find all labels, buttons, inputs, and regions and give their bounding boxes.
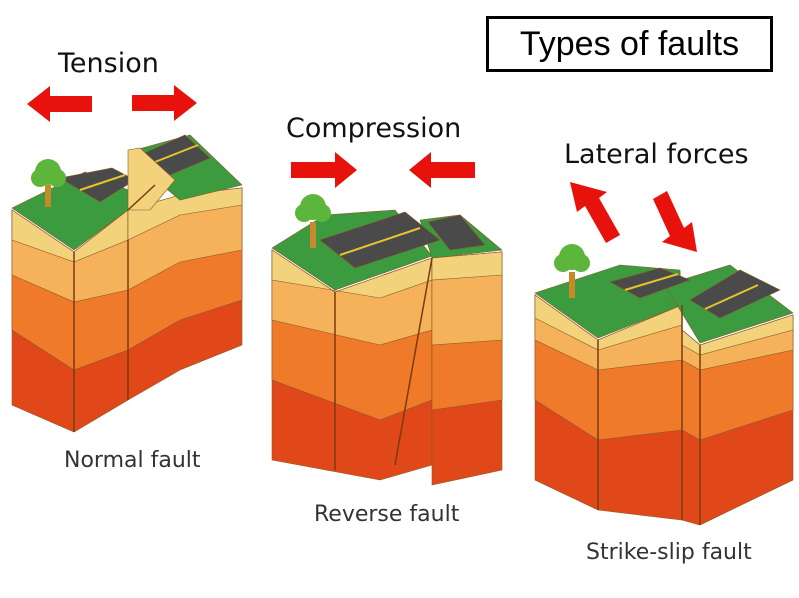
lateral-arrows <box>570 182 697 252</box>
arrow-icon <box>409 152 475 188</box>
arrow-icon <box>27 86 92 122</box>
strike-slip-fault-block <box>534 244 794 526</box>
compression-arrows <box>291 152 475 188</box>
tree-icon <box>295 194 331 248</box>
arrow-icon <box>132 85 197 121</box>
caption-normal-fault: Normal fault <box>64 448 201 473</box>
diagram-title: Types of faults <box>486 16 773 72</box>
arrow-icon <box>570 182 620 243</box>
label-tension: Tension <box>58 48 159 79</box>
caption-strike-slip-fault: Strike-slip fault <box>586 540 752 565</box>
tree-icon <box>31 159 66 207</box>
label-compression: Compression <box>286 113 462 144</box>
arrow-icon <box>291 152 357 188</box>
title-text: Types of faults <box>519 24 740 63</box>
reverse-fault-block <box>271 194 503 486</box>
label-lateral-forces: Lateral forces <box>564 139 749 170</box>
arrow-icon <box>653 191 697 252</box>
tree-icon <box>554 244 590 298</box>
caption-reverse-fault: Reverse fault <box>314 502 460 527</box>
tension-arrows <box>27 85 197 122</box>
normal-fault-block <box>11 134 243 433</box>
